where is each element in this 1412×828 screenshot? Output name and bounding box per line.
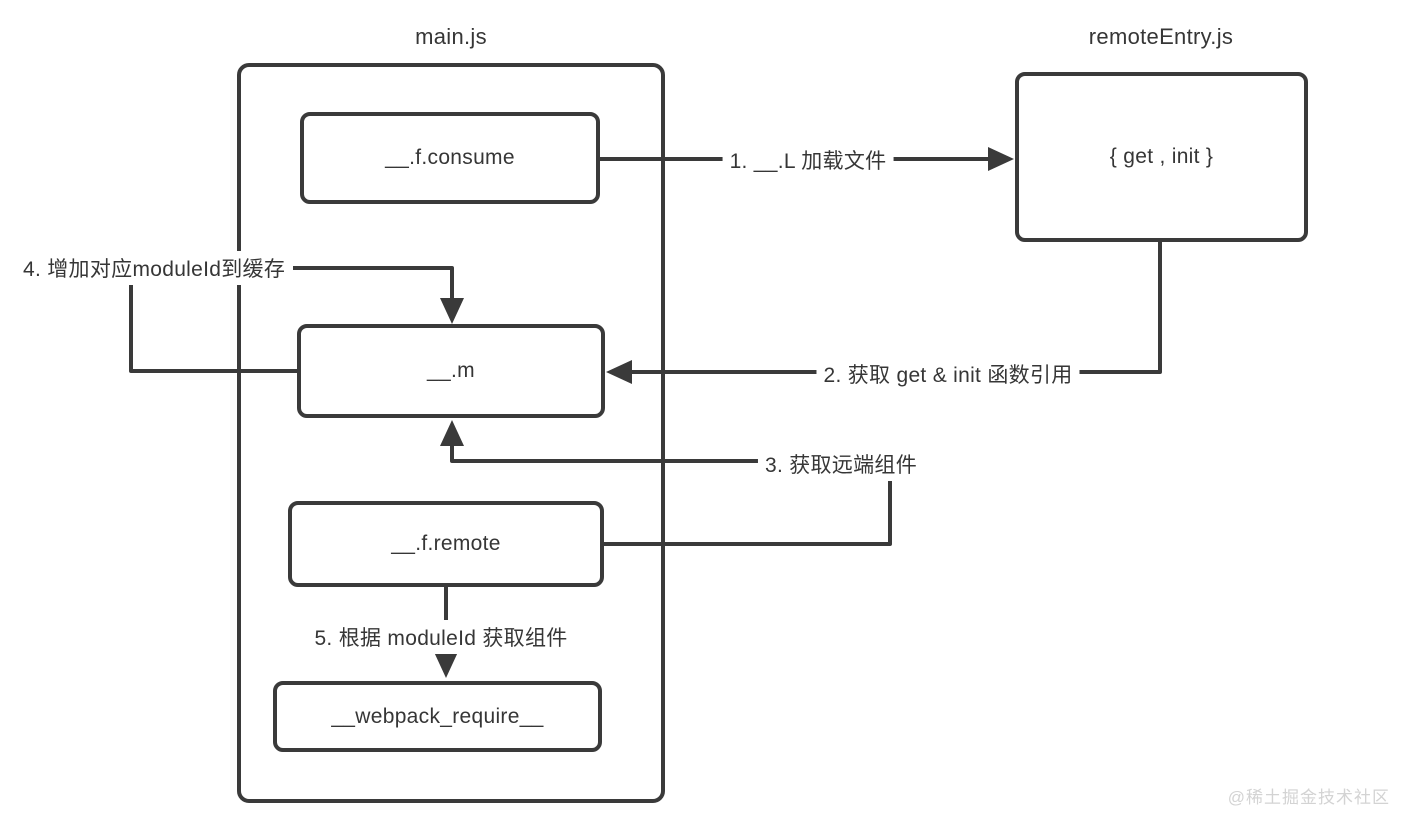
edge-1-arrowhead-right — [988, 147, 1014, 171]
edge-label-1-load-file: 1. __.L 加载文件 — [722, 143, 894, 177]
edge-2-line — [632, 242, 1162, 374]
remote-entry-group-title: remoteEntry.js — [1088, 24, 1234, 49]
node-m: __.m — [297, 324, 605, 418]
edge-label-3-get-remote-component: 3. 获取远端组件 — [757, 447, 925, 481]
edge-5-arrowhead-down — [434, 652, 458, 678]
node-f-remote: __.f.remote — [288, 501, 604, 587]
edge-label-5-get-component-by-moduleid: 5. 根据 moduleId 获取组件 — [307, 620, 575, 654]
edge-4-arrowhead-down — [440, 298, 464, 324]
main-js-container — [237, 63, 665, 803]
edge-2-arrowhead-left — [606, 360, 632, 384]
juejin-watermark: @稀土掘金技术社区 — [1227, 788, 1390, 807]
node-f-consume: __.f.consume — [300, 112, 600, 204]
edge-3-arrowhead-up — [440, 420, 464, 446]
edge-label-4-add-moduleid-cache: 4. 增加对应moduleId到缓存 — [23, 251, 294, 285]
node-get-init: { get , init } — [1015, 72, 1308, 242]
main-js-group-title: main.js — [415, 24, 487, 49]
node-webpack-require: __webpack_require__ — [273, 681, 602, 752]
edge-label-2-get-init-refs: 2. 获取 get & init 函数引用 — [816, 357, 1080, 391]
